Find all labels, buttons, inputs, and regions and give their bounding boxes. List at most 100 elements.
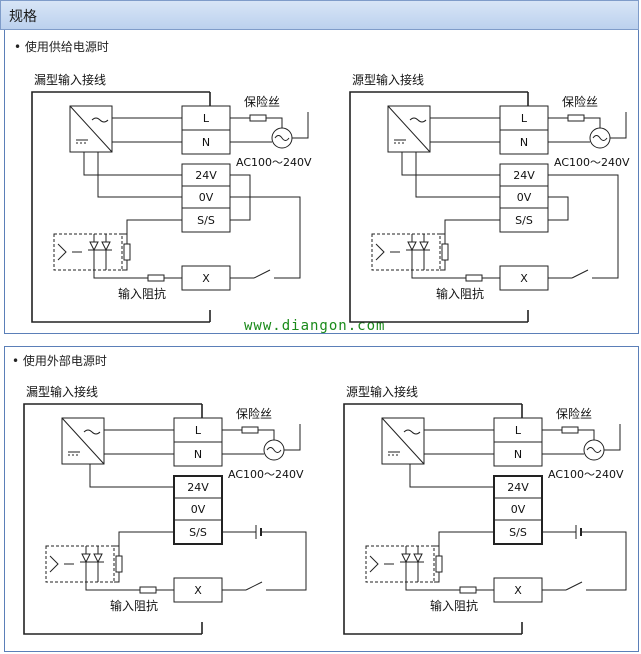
ac-symbol-icon <box>403 429 421 435</box>
terminal-label: L <box>515 424 522 437</box>
ac-voltage-label: AC100～240V <box>236 156 312 169</box>
fuse-icon <box>567 114 585 122</box>
optocoupler-box <box>53 233 123 271</box>
terminal-label: N <box>514 448 522 461</box>
diagram-title: 漏型输入接线 <box>26 384 98 399</box>
terminal-label: N <box>520 136 528 149</box>
wire <box>258 429 275 440</box>
terminal-group-border <box>173 475 223 545</box>
sine-icon <box>592 135 608 141</box>
wire <box>578 429 595 440</box>
wire <box>57 243 67 261</box>
wire <box>230 196 301 279</box>
wire <box>83 152 182 176</box>
terminal-5 <box>493 577 543 603</box>
terminal-label: 24V <box>513 169 535 182</box>
power-supply-diagonal <box>61 417 105 465</box>
terminal-label: S/S <box>509 526 527 539</box>
header-title: 规格 <box>9 9 37 25</box>
diagram-title: 源型输入接线 <box>352 72 424 87</box>
input-resistor-icon <box>139 586 157 594</box>
wire <box>284 424 301 451</box>
wire <box>415 152 500 198</box>
wire <box>581 531 627 591</box>
ac-voltage-label: AC100～240V <box>228 468 304 481</box>
wire <box>114 572 120 583</box>
wire <box>93 270 148 279</box>
sine-icon <box>586 447 602 453</box>
external-wiring <box>542 525 627 591</box>
input-resistance-label: 输入阻抗 <box>436 286 484 301</box>
terminal-label: N <box>202 136 210 149</box>
diagram-title: 漏型输入接线 <box>34 72 106 87</box>
terminal-label: 0V <box>517 191 532 204</box>
optocoupler-box <box>371 233 441 271</box>
terminal-label: 0V <box>511 503 526 516</box>
fuse-label: 保险丝 <box>556 406 592 421</box>
wire <box>548 196 569 221</box>
terminal-label: S/S <box>189 526 207 539</box>
terminal-4 <box>499 207 549 233</box>
wire <box>49 555 59 573</box>
terminal-label: 24V <box>195 169 217 182</box>
wire <box>409 464 494 488</box>
diode-icon <box>81 553 91 564</box>
diagram-title: 源型输入接线 <box>346 384 418 399</box>
section-label: 使用外部电源时 <box>22 354 107 368</box>
diode-icon <box>89 241 99 252</box>
diode-icon <box>101 241 111 252</box>
power-supply-unit <box>61 417 105 465</box>
input-resistance-label: 输入阻抗 <box>430 598 478 613</box>
external-wiring <box>222 525 307 591</box>
wire <box>89 464 174 488</box>
wire <box>369 555 379 573</box>
terminal-0 <box>173 417 223 443</box>
section-label: 使用供给电源时 <box>24 40 109 54</box>
wire <box>444 219 500 234</box>
wire <box>85 582 140 591</box>
input-resistor-icon <box>465 274 483 282</box>
ac-symbol-icon <box>83 429 101 435</box>
wire <box>31 91 210 323</box>
section-title-supply: • 使用供给电源时 <box>14 38 109 55</box>
terminal-label: L <box>203 112 210 125</box>
wire <box>401 152 500 176</box>
optocoupler-input <box>53 233 131 271</box>
wire <box>440 233 446 244</box>
power-supply-diagonal <box>69 105 113 153</box>
terminal-5 <box>181 265 231 291</box>
optocoupler-box <box>45 545 115 583</box>
wire <box>610 112 627 139</box>
terminal-1 <box>173 441 223 467</box>
terminal-label: X <box>514 584 522 597</box>
wire <box>434 572 440 583</box>
panel-supply-power <box>4 30 639 334</box>
bullet: • <box>12 354 20 368</box>
wire <box>343 403 522 635</box>
wire <box>126 219 182 234</box>
wire <box>245 581 263 591</box>
ac-voltage-label: AC100～240V <box>548 468 624 481</box>
wire <box>405 582 460 591</box>
wire <box>584 117 601 128</box>
terminal-label: X <box>202 272 210 285</box>
terminal-label: L <box>195 424 202 437</box>
wire <box>604 424 621 451</box>
power-supply-diagonal <box>387 105 431 153</box>
optocoupler-input <box>365 545 443 583</box>
wire <box>434 545 440 556</box>
fuse-label: 保险丝 <box>562 94 598 109</box>
wire <box>571 269 589 279</box>
terminal-1 <box>181 129 231 155</box>
resistor-icon <box>123 243 131 261</box>
ac-source: 保险丝 AC100～240V <box>542 406 624 481</box>
input-resistance-label: 输入阻抗 <box>110 598 158 613</box>
input-resistance-label: 输入阻抗 <box>118 286 166 301</box>
wire <box>261 531 307 591</box>
wire <box>23 403 202 635</box>
fuse-icon <box>249 114 267 122</box>
terminal-1 <box>499 129 549 155</box>
